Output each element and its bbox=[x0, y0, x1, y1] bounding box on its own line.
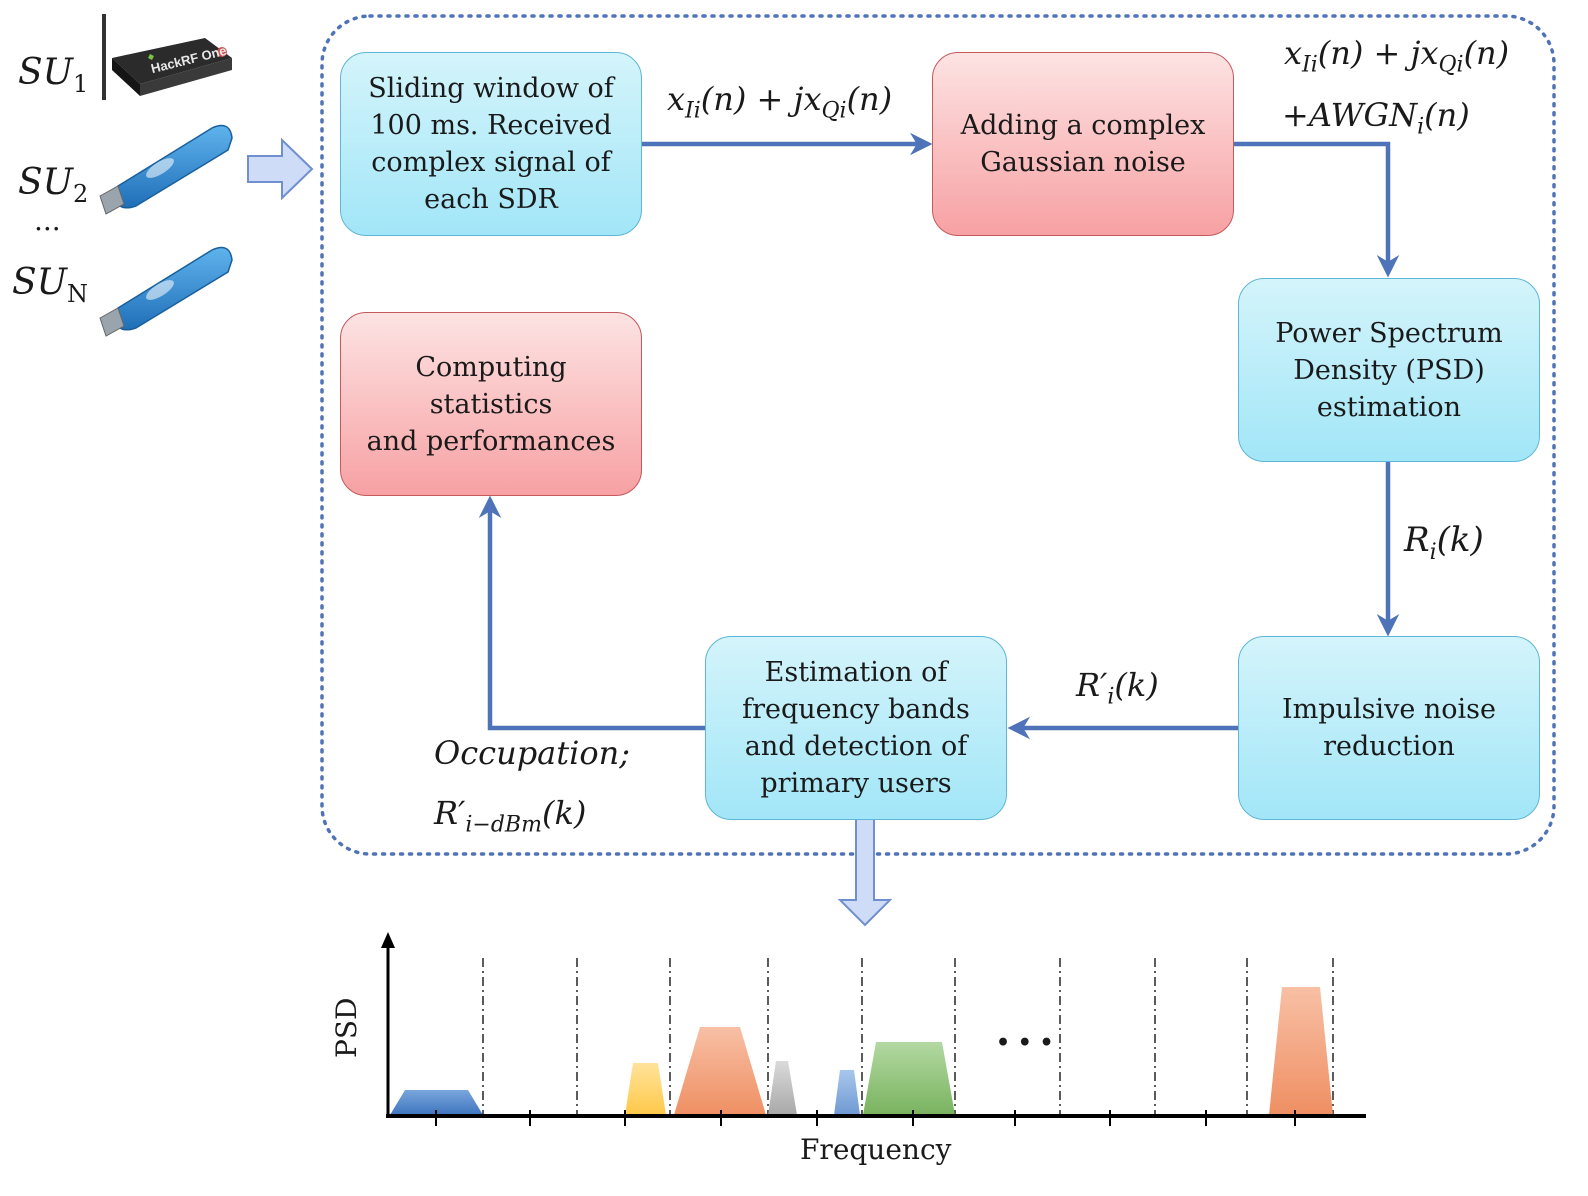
signal-in-label: xIi(n) + jxQi(n) bbox=[667, 80, 893, 124]
ri-dbm-label: R′i−dBm(k) bbox=[434, 794, 587, 838]
adding-noise-box: Adding a complex Gaussian noise bbox=[932, 52, 1234, 236]
input-hollow-arrow bbox=[247, 137, 314, 201]
psd-chart bbox=[381, 932, 1366, 1126]
su-ellipsis: ... bbox=[34, 204, 61, 237]
hackrf-one-sdr-icon bbox=[102, 14, 232, 100]
arrow-estimation-to-stats bbox=[478, 495, 705, 731]
frequency-x-axis-label: Frequency bbox=[800, 1133, 952, 1166]
arrow-noise-to-psd bbox=[1234, 141, 1400, 278]
band-gray bbox=[768, 1061, 797, 1115]
impulsive-noise-box: Impulsive noise reduction bbox=[1238, 636, 1540, 820]
ri-k-label: Ri(k) bbox=[1404, 520, 1484, 565]
occupation-label: Occupation; bbox=[434, 734, 630, 772]
band-light-blue bbox=[834, 1070, 860, 1115]
psd-estimation-box: Power Spectrum Density (PSD) estimation bbox=[1238, 278, 1540, 462]
band-orange-2 bbox=[1269, 987, 1333, 1115]
su2-label: SU2 bbox=[18, 162, 89, 209]
band-green bbox=[863, 1042, 955, 1115]
su1-label: SU1 bbox=[18, 52, 89, 99]
usb-sdr-dongle-icon bbox=[99, 246, 233, 337]
signal-noise-label-line2: +AWGNi(n) bbox=[1282, 96, 1470, 140]
estimation-bands-box: Estimation of frequency bands and detect… bbox=[705, 636, 1007, 820]
computing-stats-box: Computing statistics and performances bbox=[340, 312, 642, 496]
band-orange-1 bbox=[674, 1027, 766, 1115]
psd-y-axis-arrowhead bbox=[381, 932, 395, 948]
suN-label: SUN bbox=[12, 262, 89, 309]
chart-ellipsis: • • • bbox=[996, 1030, 1054, 1056]
usb-sdr-dongle-icon bbox=[99, 124, 233, 215]
output-hollow-arrow bbox=[837, 817, 893, 927]
signal-noise-label-line1: xIi(n) + jxQi(n) bbox=[1284, 34, 1510, 78]
ri-prime-k-label: R′i(k) bbox=[1076, 666, 1159, 710]
sliding-window-box: Sliding window of 100 ms. Received compl… bbox=[340, 52, 642, 236]
band-blue bbox=[390, 1090, 483, 1115]
band-yellow bbox=[625, 1063, 666, 1115]
process-container bbox=[320, 14, 1556, 856]
psd-y-axis-label: PSD bbox=[330, 997, 363, 1058]
